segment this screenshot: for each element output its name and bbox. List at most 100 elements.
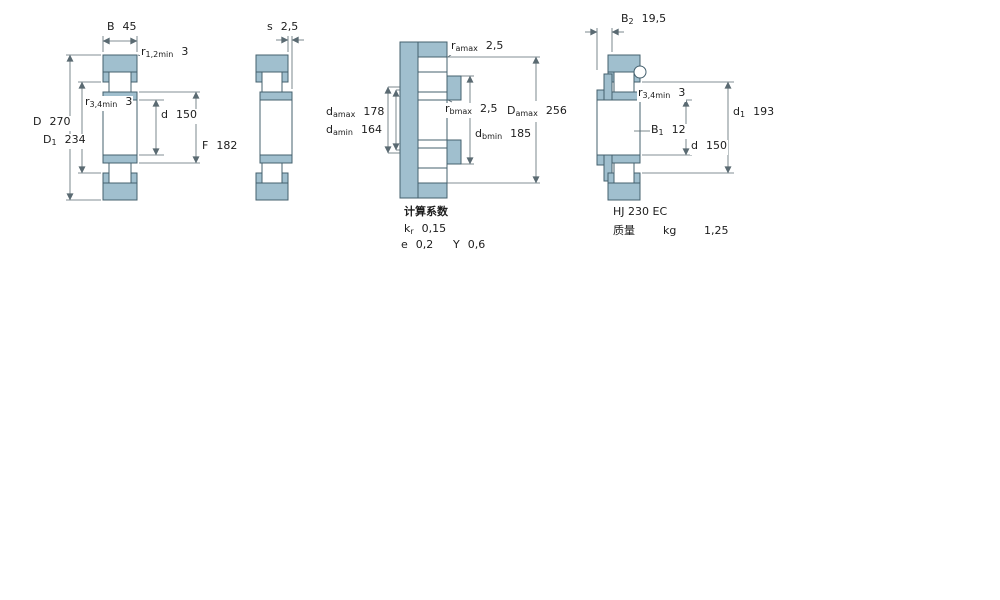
factor-e: e 0,2 bbox=[400, 238, 435, 254]
dim-value: 234 bbox=[64, 133, 86, 146]
dim-sub: r bbox=[410, 227, 414, 236]
mass-label: 质量 bbox=[612, 225, 636, 237]
dim-value: 3 bbox=[181, 45, 189, 58]
dim-symbol: d bbox=[691, 139, 698, 152]
fig2-dimension-lines bbox=[276, 36, 304, 89]
dim-symbol: B bbox=[651, 123, 659, 136]
dim-label-D: D 270 bbox=[32, 115, 72, 131]
dim-sub: amax bbox=[515, 109, 538, 118]
dim-symbol: d bbox=[161, 108, 168, 121]
dim-value: 2,5 bbox=[485, 39, 504, 52]
dim-symbol: r bbox=[451, 39, 456, 52]
dim-value: 193 bbox=[753, 105, 775, 118]
dim-sub: amax bbox=[332, 110, 356, 119]
fig4-bearing-rings bbox=[596, 54, 647, 201]
dim-label-Damax: Damax 256 bbox=[506, 105, 568, 120]
mass-label-text: 质量 bbox=[613, 224, 635, 237]
fig2-bearing-rings bbox=[255, 54, 293, 201]
dim-value: 0,15 bbox=[421, 222, 447, 235]
calc-heading: 计算系数 bbox=[403, 206, 449, 218]
dim-sub: 2 bbox=[628, 17, 634, 26]
dim-symbol: r bbox=[638, 86, 643, 99]
fig3-shaft-housing bbox=[399, 41, 462, 199]
dim-label-B: B 45 bbox=[106, 21, 138, 36]
dim-symbol: e bbox=[401, 238, 408, 251]
dim-value: 3 bbox=[125, 95, 133, 108]
dim-value: 0,2 bbox=[415, 238, 434, 251]
dim-label-dbmin: dbmin 185 bbox=[474, 127, 533, 143]
dim-value: 150 bbox=[705, 139, 727, 152]
dim-sub: 1 bbox=[658, 128, 664, 137]
dim-value: 0,6 bbox=[467, 238, 486, 251]
dim-symbol: D bbox=[507, 104, 516, 117]
dim-value: 2,5 bbox=[280, 20, 299, 33]
dim-sub: 3,4min bbox=[642, 91, 671, 100]
dim-value: 19,5 bbox=[641, 12, 667, 25]
dim-sub: bmax bbox=[449, 107, 473, 116]
dim-value: 2,5 bbox=[480, 102, 498, 115]
dim-value: 185 bbox=[510, 127, 532, 140]
mass-value-text: 1,25 bbox=[704, 224, 729, 237]
dim-label-r12min: r1,2min 3 bbox=[140, 45, 190, 61]
dim-value: 164 bbox=[360, 123, 382, 136]
dim-label-damax: damax 178 bbox=[325, 105, 386, 121]
dim-label-F: F 182 bbox=[201, 139, 239, 155]
dim-sub: 1,2min bbox=[145, 50, 174, 59]
mass-unit: kg bbox=[662, 224, 678, 237]
calc-heading-text: 计算系数 bbox=[404, 205, 448, 218]
dim-sub: 3,4min bbox=[89, 100, 118, 109]
dim-symbol: B bbox=[621, 12, 629, 25]
dim-value: 12 bbox=[671, 123, 686, 136]
dim-label-damin: damin 164 bbox=[325, 124, 383, 139]
dim-value: 3 bbox=[678, 86, 686, 99]
fig1-dimension-lines bbox=[66, 36, 200, 201]
dim-symbol: D bbox=[43, 133, 52, 146]
dim-symbol: d bbox=[326, 123, 333, 136]
dim-label-ramax: ramax 2,5 bbox=[450, 39, 505, 55]
dim-value: 182 bbox=[216, 139, 238, 152]
dim-value: 45 bbox=[122, 20, 137, 33]
dim-symbol: k bbox=[404, 222, 411, 235]
dim-symbol: F bbox=[202, 139, 209, 152]
dim-label-d: d 150 bbox=[160, 109, 198, 124]
ring-designation: HJ 230 EC bbox=[612, 205, 669, 218]
dim-value: 150 bbox=[175, 108, 197, 121]
dim-label-s: s 2,5 bbox=[266, 20, 300, 36]
dim-sub: bmin bbox=[481, 132, 503, 141]
dim-symbol: r bbox=[445, 102, 450, 115]
fig3-bearing-outline bbox=[417, 56, 448, 184]
dim-sub: amin bbox=[332, 128, 353, 137]
dim-symbol: d bbox=[475, 127, 482, 140]
dim-value: 270 bbox=[49, 115, 71, 128]
fig1-bearing-rings bbox=[102, 54, 138, 201]
dim-sub: 1 bbox=[51, 138, 57, 147]
factor-Y: Y 0,6 bbox=[452, 238, 487, 254]
dim-label-r34min: r3,4min 3 bbox=[84, 95, 134, 111]
dim-value: 256 bbox=[545, 104, 567, 117]
mass-unit-text: kg bbox=[663, 224, 677, 237]
dim-symbol: Y bbox=[453, 238, 460, 251]
dim-symbol: D bbox=[33, 115, 42, 128]
dim-symbol: r bbox=[85, 95, 90, 108]
dim-label-rbmax: rbmax 2,5 bbox=[444, 103, 499, 118]
dim-symbol: r bbox=[141, 45, 146, 58]
dim-symbol: d bbox=[326, 105, 333, 118]
dim-label-B1: B1 12 bbox=[650, 124, 687, 139]
dim-symbol: B bbox=[107, 20, 115, 33]
ring-designation-text: HJ 230 EC bbox=[613, 205, 668, 218]
dim-label-B2: B2 19,5 bbox=[620, 12, 668, 28]
dim-sub: amax bbox=[455, 44, 478, 53]
fig4-dimension-lines bbox=[585, 28, 734, 174]
dim-label-d-hj: d 150 bbox=[690, 140, 728, 155]
fig4-detail-circle bbox=[633, 65, 647, 79]
dim-value: 178 bbox=[363, 105, 385, 118]
dim-symbol: d bbox=[733, 105, 740, 118]
mass-value: 1,25 bbox=[703, 225, 730, 237]
factor-kr: kr 0,15 bbox=[403, 222, 448, 238]
dim-symbol: s bbox=[267, 20, 273, 33]
dim-label-D1: D1 234 bbox=[42, 134, 87, 149]
dim-label-r34min-hj: r3,4min 3 bbox=[637, 86, 687, 102]
